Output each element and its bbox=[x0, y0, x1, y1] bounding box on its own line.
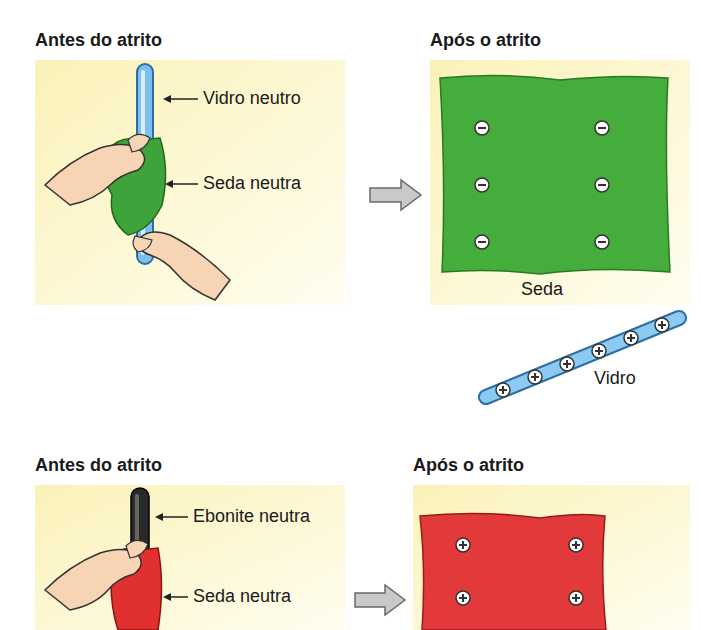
panel-ground bbox=[430, 60, 690, 305]
panel-heading: Antes do atrito bbox=[35, 30, 162, 51]
hand bbox=[139, 232, 230, 300]
negative-charge bbox=[475, 121, 489, 135]
negative-charge bbox=[475, 178, 489, 192]
charged-silk bbox=[440, 75, 670, 274]
part-label: Seda neutra bbox=[193, 586, 291, 607]
panel-ground bbox=[35, 60, 345, 305]
charged-silk bbox=[420, 513, 606, 630]
part-label: Vidro neutro bbox=[203, 88, 301, 109]
part-label: Ebonite neutra bbox=[193, 506, 310, 527]
positive-charge bbox=[560, 357, 574, 371]
part-label: Seda bbox=[521, 279, 563, 300]
positive-charge bbox=[569, 591, 583, 605]
positive-charge bbox=[569, 538, 583, 552]
charged-glass-rod bbox=[486, 318, 679, 397]
panel-heading: Após o atrito bbox=[430, 30, 541, 51]
part-label: Vidro bbox=[594, 368, 636, 389]
charged-glass-rod bbox=[486, 318, 679, 397]
positive-charge bbox=[456, 538, 470, 552]
thumb bbox=[133, 236, 152, 252]
leader-arrowhead bbox=[163, 593, 171, 601]
part-label: Seda neutra bbox=[203, 173, 301, 194]
leader-arrowhead bbox=[155, 513, 163, 521]
hand bbox=[45, 144, 145, 205]
panel-heading: Após o atrito bbox=[413, 455, 524, 476]
panel-ground bbox=[35, 485, 345, 630]
panel: Após o atrito bbox=[430, 60, 690, 305]
negative-charge bbox=[595, 235, 609, 249]
negative-charge bbox=[595, 178, 609, 192]
block-arrow bbox=[370, 180, 421, 210]
leader-arrowhead bbox=[163, 95, 171, 103]
negative-charge bbox=[595, 121, 609, 135]
block-arrow bbox=[355, 585, 405, 615]
panel-heading: Antes do atrito bbox=[35, 455, 162, 476]
positive-charge bbox=[496, 383, 510, 397]
thumb bbox=[126, 540, 148, 558]
panel-ground bbox=[413, 485, 690, 630]
thumb bbox=[128, 134, 150, 152]
positive-charge bbox=[528, 370, 542, 384]
positive-charge bbox=[592, 344, 606, 358]
hand bbox=[45, 549, 141, 610]
positive-charge bbox=[655, 318, 669, 332]
panel: Após o atrito bbox=[413, 485, 690, 630]
leader-arrowhead bbox=[165, 180, 173, 188]
negative-charge bbox=[475, 235, 489, 249]
positive-charge bbox=[624, 331, 638, 345]
positive-charge bbox=[456, 591, 470, 605]
